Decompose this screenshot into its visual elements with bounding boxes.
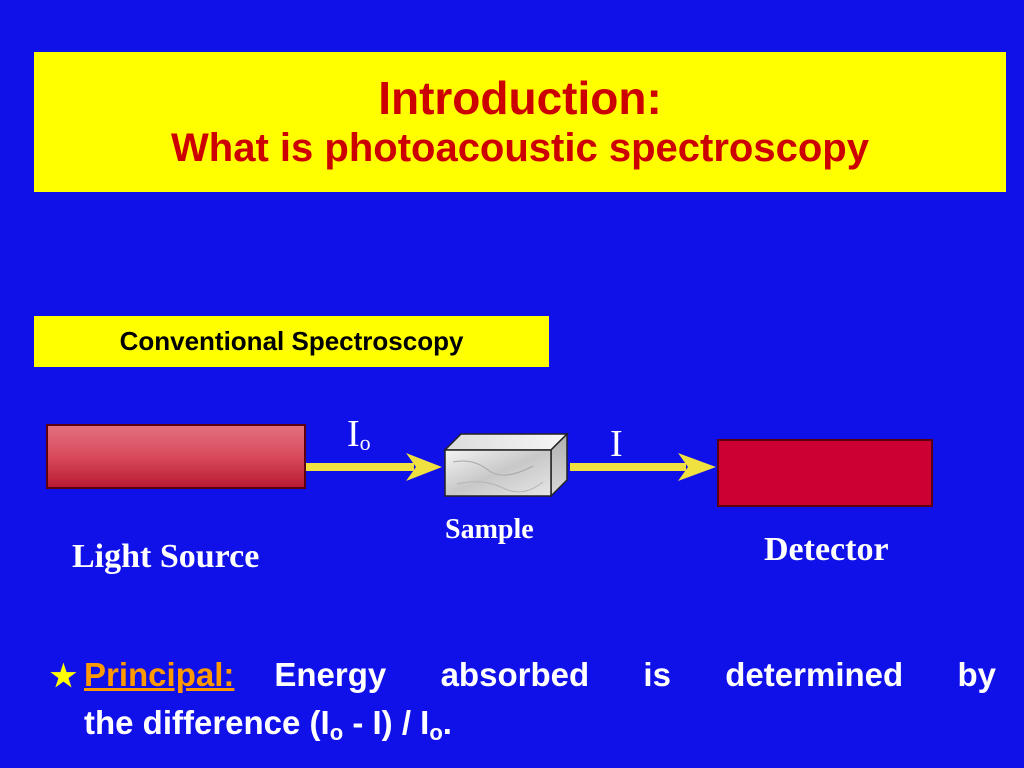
detector-box: [717, 439, 933, 507]
page-title: Introduction:: [378, 72, 662, 124]
incident-beam-arrow: [306, 453, 442, 481]
incident-intensity-label: Io: [347, 413, 371, 455]
section-label: Conventional Spectroscopy: [34, 316, 549, 367]
principle-heading: Principal:: [84, 656, 235, 693]
light-source-box: [46, 424, 306, 489]
title-box: Introduction: What is photoacoustic spec…: [34, 52, 1006, 192]
principle-text-line2: the difference (Io - I) / Io.: [84, 704, 452, 745]
light-source-label: Light Source: [72, 538, 260, 575]
sample-block: [443, 432, 569, 498]
detector-label: Detector: [764, 531, 889, 568]
principle-text-line1: Energy absorbed is determined by: [274, 656, 996, 693]
transmitted-intensity-label: I: [610, 423, 623, 465]
principle-bullet: ★ Principal: Energy absorbed is determin…: [50, 652, 996, 756]
transmitted-beam-arrow: [570, 453, 716, 481]
sample-label: Sample: [445, 514, 534, 545]
star-icon: ★: [50, 660, 77, 693]
page-subtitle: What is photoacoustic spectroscopy: [171, 126, 869, 170]
